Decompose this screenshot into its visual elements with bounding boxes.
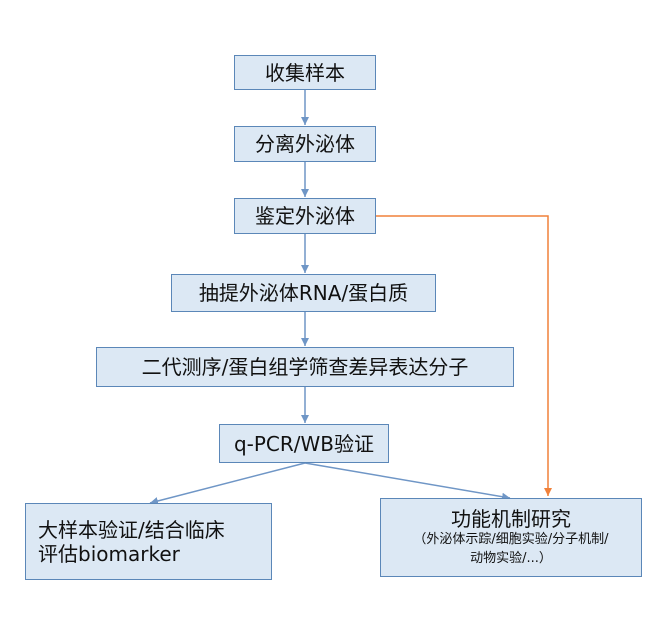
node-function-mechanism-study-sub-line1: （外泌体示踪/细胞实验/分子机制/ (413, 532, 609, 548)
node-qpcr-wb-validation-label: q-PCR/WB验证 (233, 431, 375, 456)
node-identify-exosomes-label: 鉴定外泌体 (255, 204, 355, 228)
arrow-validate-to-function (304, 462, 511, 501)
node-identify-exosomes: 鉴定外泌体 (234, 198, 376, 234)
node-large-sample-validation-line1: 大样本验证/结合临床 (38, 517, 225, 542)
node-extract-rna-protein: 抽提外泌体RNA/蛋白质 (171, 274, 436, 312)
node-sequencing-proteomics-screen-label: 二代测序/蛋白组学筛查差异表达分子 (141, 355, 469, 379)
node-separate-exosomes: 分离外泌体 (234, 126, 376, 162)
node-function-mechanism-study-title: 功能机制研究 (451, 507, 571, 532)
arrow-validate-to-large-sample (149, 462, 306, 505)
node-qpcr-wb-validation: q-PCR/WB验证 (219, 424, 389, 463)
node-sequencing-proteomics-screen: 二代测序/蛋白组学筛查差异表达分子 (96, 347, 514, 387)
node-collect-samples: 收集样本 (234, 55, 376, 90)
node-function-mechanism-study-sub-line2: 动物实验/...） (470, 550, 552, 566)
node-large-sample-validation: 大样本验证/结合临床 评估biomarker (25, 503, 272, 580)
node-extract-rna-protein-label: 抽提外泌体RNA/蛋白质 (198, 281, 409, 305)
node-function-mechanism-study: 功能机制研究 （外泌体示踪/细胞实验/分子机制/ 动物实验/...） (380, 498, 642, 577)
node-separate-exosomes-label: 分离外泌体 (255, 132, 355, 156)
arrow-identify-to-function (376, 215, 552, 496)
node-large-sample-validation-line2: 评估biomarker (38, 541, 180, 566)
node-collect-samples-label: 收集样本 (265, 60, 345, 85)
